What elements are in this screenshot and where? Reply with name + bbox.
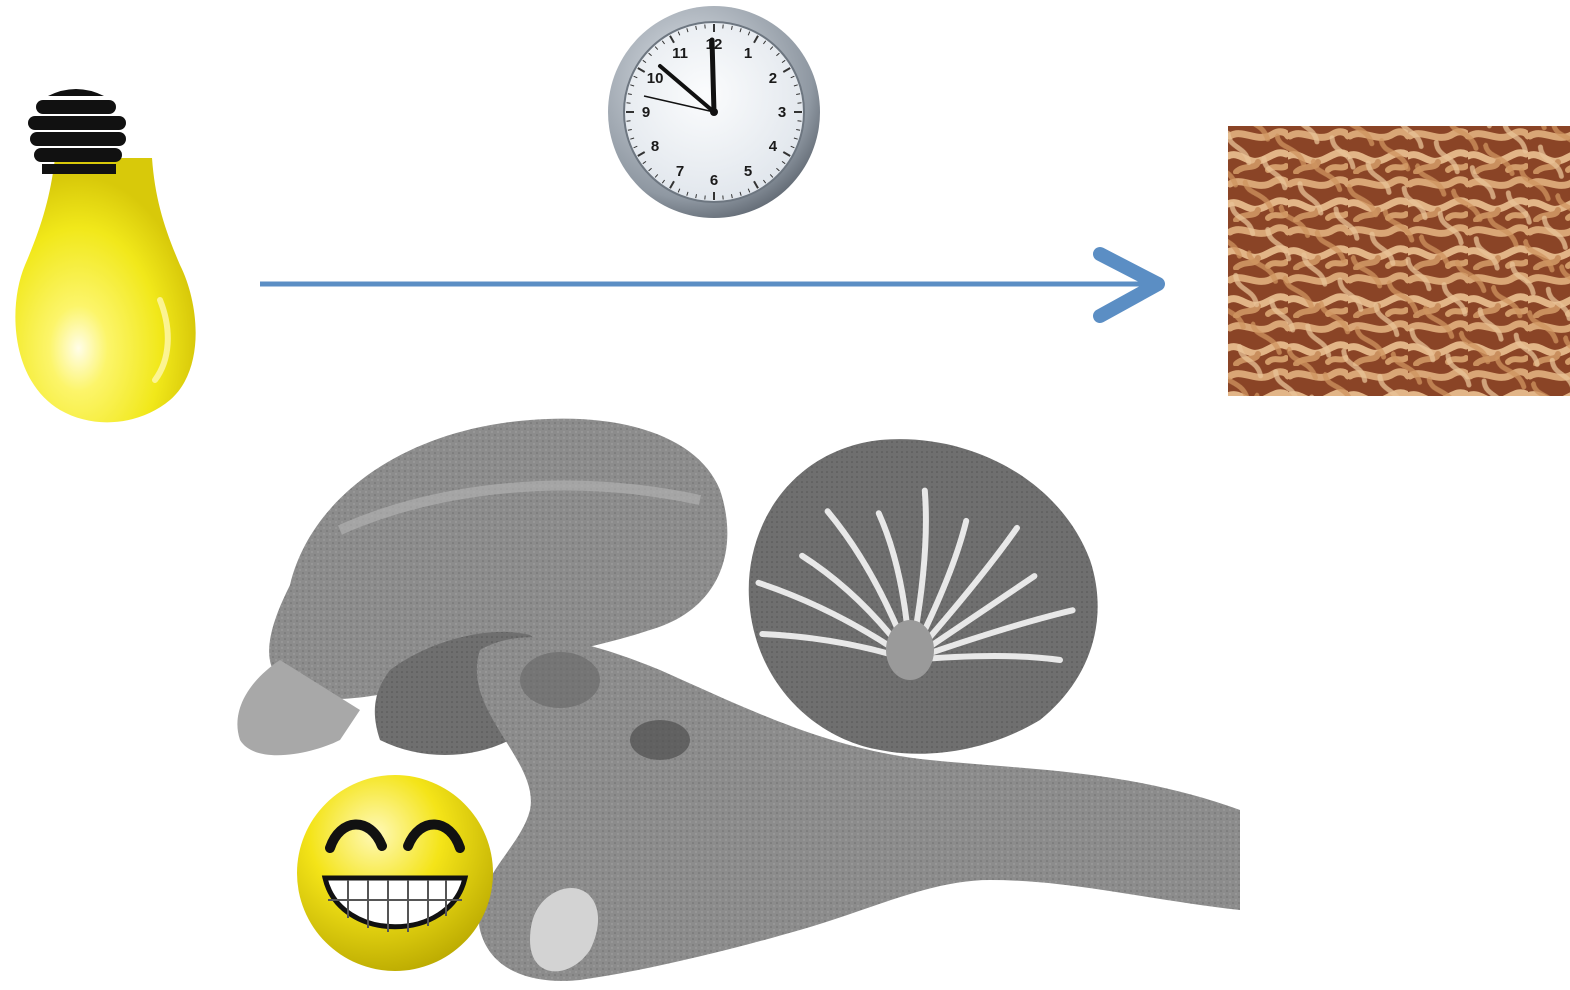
- clock-numeral: 1: [744, 45, 752, 62]
- light-bulb-icon: [0, 80, 210, 430]
- clock-numeral: 4: [769, 138, 778, 155]
- clock-numeral: 9: [642, 104, 650, 121]
- clock-numeral: 10: [647, 70, 664, 87]
- clock-numeral: 7: [676, 163, 684, 180]
- right-arrow-icon: [250, 240, 1180, 330]
- wall-clock-icon: 121234567891011: [600, 0, 828, 225]
- grinning-smiley-icon: [290, 768, 500, 978]
- clock-numeral: 8: [651, 138, 659, 155]
- clock-numeral: 5: [744, 163, 752, 180]
- clock-numeral: 6: [710, 172, 718, 189]
- clock-numeral: 2: [769, 70, 777, 87]
- clock-numeral: 11: [672, 45, 688, 62]
- clock-numeral: 3: [778, 104, 786, 121]
- mealworms-image: [1228, 126, 1570, 396]
